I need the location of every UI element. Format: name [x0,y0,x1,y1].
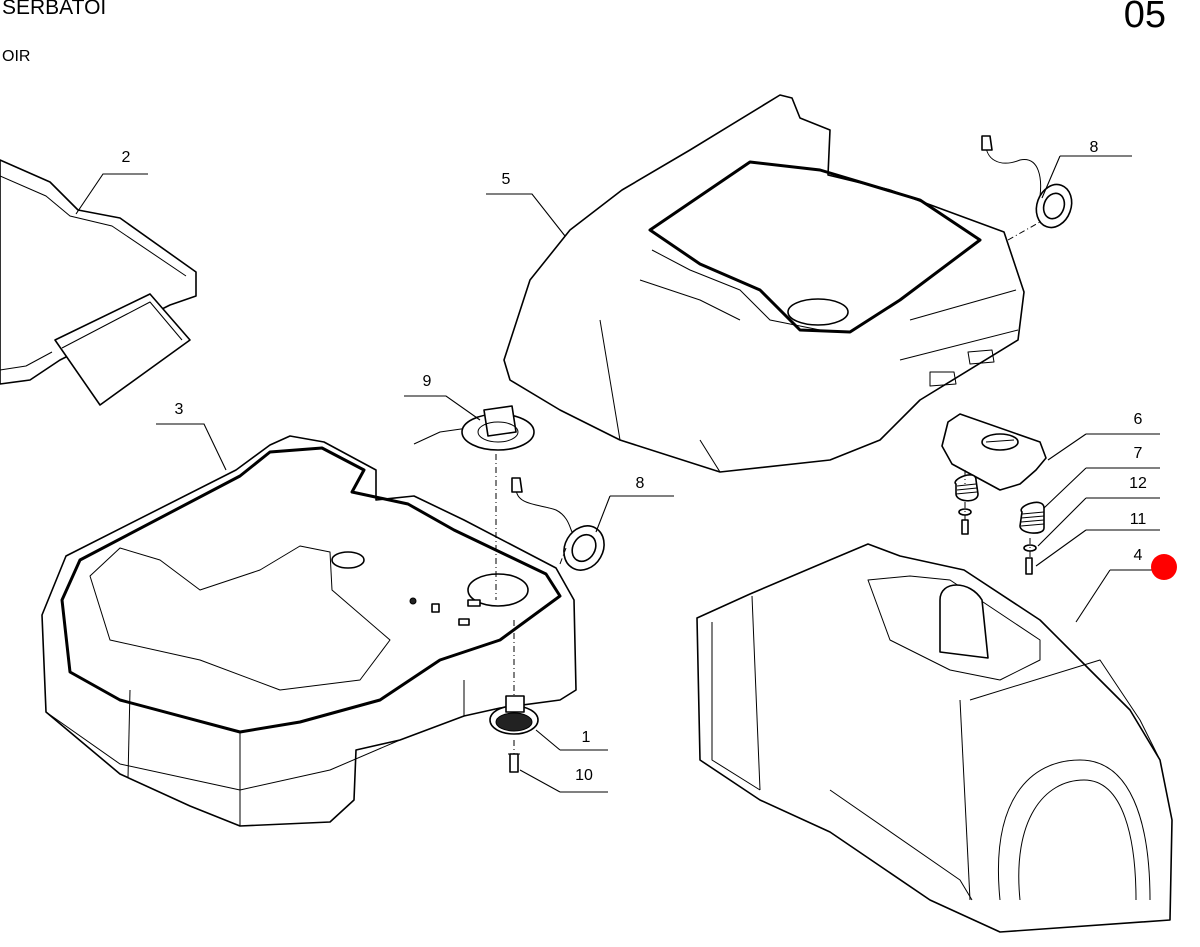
part-11-screws [961,519,1033,575]
callout-label: 6 [1134,411,1143,428]
callout-label: 1 [582,729,591,746]
callout-label: 3 [175,401,184,418]
callout-label: 2 [122,149,131,166]
part-2-lid [0,159,197,406]
part-8-filler-cap-upper [981,135,1073,229]
callout-label: 8 [1090,139,1099,156]
diagram-title-italian: SERBATOI [2,0,107,19]
part-5-chassis [696,543,1173,933]
part-9-cap [413,405,535,451]
callout-label: 12 [1129,475,1147,492]
assembly-axis-lines [495,221,1041,754]
diagram-title-french: OIR [2,48,31,65]
part-1-drain-cap [489,695,539,735]
part-3-lower-tank [41,435,577,827]
page-number: 05 [1123,0,1166,36]
part-8-filler-cap-lower [511,477,605,571]
callout-label: 4 [1134,547,1143,564]
part-7-springs [954,474,1045,534]
callout-label: 7 [1134,445,1143,462]
highlight-marker [1151,554,1177,580]
callout-label: 11 [1130,511,1147,528]
callout-label: 8 [636,475,645,492]
callout-label: 9 [423,373,432,390]
callout-leaders [75,155,1160,793]
callout-labels: 2 5 8 9 3 8 6 7 12 11 4 1 10 [122,139,1147,784]
callout-label: 5 [502,171,511,188]
part-10-screw [508,753,520,773]
part-6-cap-housing [941,413,1047,491]
callout-label: 10 [575,767,593,784]
part-4-upper-tank [503,94,1025,473]
